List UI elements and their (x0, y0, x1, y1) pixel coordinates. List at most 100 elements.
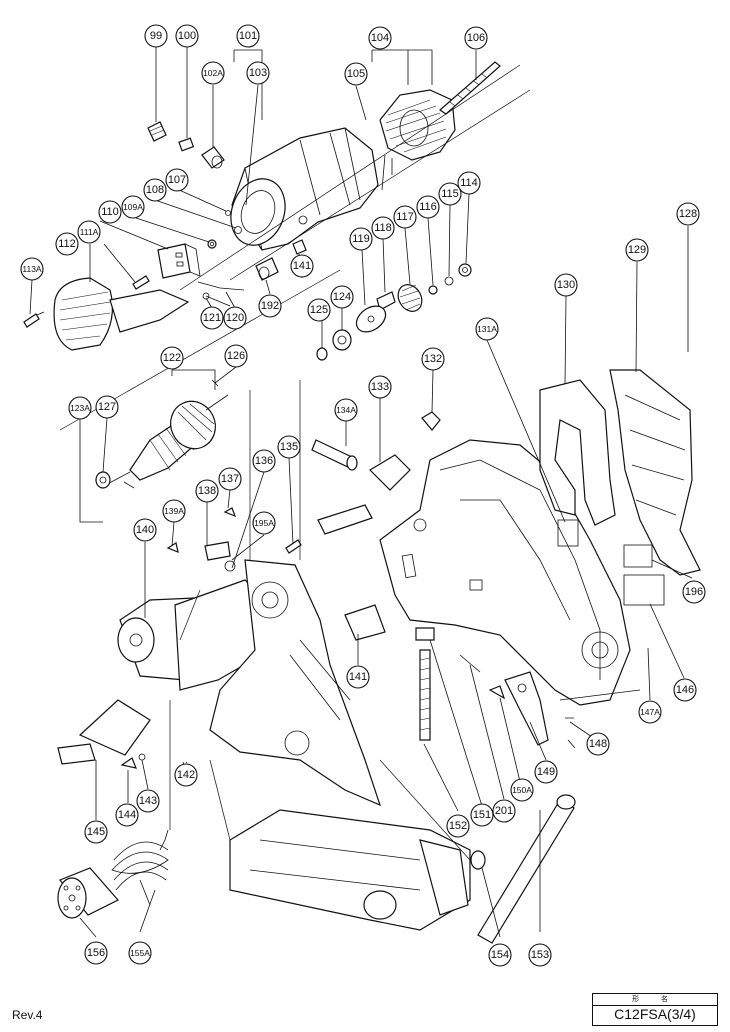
svg-text:114: 114 (460, 177, 478, 189)
callout-134a: 134A (334, 398, 358, 422)
svg-text:113A: 113A (22, 264, 42, 274)
svg-text:120: 120 (226, 312, 244, 324)
callout-131a: 131A (475, 317, 499, 341)
svg-text:104: 104 (371, 32, 389, 44)
parts-artwork (23, 61, 701, 944)
svg-text:130: 130 (557, 279, 575, 291)
pin (311, 439, 358, 471)
svg-text:121: 121 (203, 312, 221, 324)
lock-bracket (459, 654, 576, 749)
callout-201: 201 (492, 799, 516, 823)
bracket-141 (344, 604, 386, 641)
callout-143: 143 (136, 789, 160, 813)
callout-156: 156 (84, 941, 108, 965)
callout-107: 107 (165, 168, 189, 192)
callout-100: 100 (175, 24, 199, 48)
svg-text:195A: 195A (254, 518, 274, 528)
callout-104: 104 (368, 26, 392, 50)
callout-115: 115 (438, 182, 462, 206)
svg-text:143: 143 (139, 795, 157, 807)
svg-text:115: 115 (441, 188, 459, 200)
svg-text:156: 156 (87, 947, 105, 959)
callout-148: 148 (586, 732, 610, 756)
long-screw (439, 61, 501, 115)
shaft-and-washer (470, 794, 576, 944)
gear-housing-motor-frame (117, 559, 381, 807)
armature (95, 379, 229, 489)
svg-text:128: 128 (679, 208, 697, 220)
svg-text:144: 144 (118, 809, 136, 821)
callout-147a: 147A (638, 700, 662, 724)
svg-text:109A: 109A (123, 202, 143, 212)
svg-text:117: 117 (396, 211, 414, 223)
svg-text:106: 106 (467, 32, 485, 44)
svg-text:150A: 150A (512, 785, 532, 795)
svg-text:102A: 102A (203, 68, 223, 78)
svg-text:155A: 155A (130, 948, 150, 958)
svg-text:101: 101 (239, 30, 257, 42)
callout-136: 136 (252, 449, 276, 473)
svg-text:110: 110 (101, 206, 119, 218)
svg-text:118: 118 (374, 222, 392, 234)
motor-housing (230, 127, 379, 251)
base-plate (57, 699, 188, 777)
callout-146: 146 (673, 678, 697, 702)
turntable-base (229, 809, 471, 931)
svg-text:112: 112 (58, 238, 76, 250)
callout-149: 149 (534, 760, 558, 784)
spacer-block (317, 504, 373, 535)
callout-108: 108 (143, 178, 167, 202)
small-fittings-left (166, 507, 302, 572)
svg-text:141: 141 (349, 671, 367, 683)
svg-text:139A: 139A (164, 506, 184, 516)
callout-130: 130 (554, 273, 578, 297)
callout-195a: 195A (252, 511, 276, 535)
svg-text:103: 103 (249, 67, 267, 79)
svg-text:151: 151 (473, 809, 491, 821)
callout-128: 128 (676, 202, 700, 226)
armature-bearing-set (355, 263, 472, 333)
field-coil (379, 89, 456, 191)
callout-141-upper: 141 (290, 254, 314, 278)
callout-154: 154 (488, 943, 512, 967)
screws-small (23, 275, 150, 328)
callout-109a: 109A (121, 195, 145, 219)
svg-text:133: 133 (371, 381, 389, 393)
callout-196: 196 (682, 580, 706, 604)
callout-138: 138 (195, 479, 219, 503)
callout-121: 121 (200, 306, 224, 330)
svg-text:142: 142 (177, 769, 195, 781)
callout-129: 129 (625, 238, 649, 262)
wingnut-and-lever (369, 411, 441, 491)
svg-text:134A: 134A (336, 405, 356, 415)
callout-101: 101 (236, 24, 260, 48)
callout-114: 114 (457, 171, 481, 195)
callout-103: 103 (246, 61, 270, 85)
callout-123a: 123A (68, 396, 92, 420)
long-bolt (415, 627, 435, 741)
svg-text:131A: 131A (477, 324, 497, 334)
svg-text:122: 122 (163, 352, 181, 364)
svg-text:136: 136 (255, 455, 273, 467)
svg-text:148: 148 (589, 738, 607, 750)
svg-text:107: 107 (168, 174, 186, 186)
callout-116: 116 (416, 195, 440, 219)
callout-142: 142 (174, 763, 198, 787)
callout-102a: 102A (201, 61, 225, 85)
svg-text:126: 126 (227, 350, 245, 362)
callout-119: 119 (349, 227, 373, 251)
terminal-block (157, 243, 201, 279)
sleeve-and-clip (255, 239, 307, 281)
svg-text:146: 146 (676, 684, 694, 696)
callout-139a: 139A (162, 499, 186, 523)
svg-text:111A: 111A (80, 227, 99, 237)
callout-141-lower: 141 (346, 665, 370, 689)
svg-text:119: 119 (352, 233, 370, 245)
svg-text:132: 132 (424, 353, 442, 365)
callout-137: 137 (218, 467, 242, 491)
callout-150a: 150A (510, 778, 534, 802)
svg-text:137: 137 (221, 473, 239, 485)
callout-124: 124 (330, 285, 354, 309)
svg-text:135: 135 (280, 441, 298, 453)
